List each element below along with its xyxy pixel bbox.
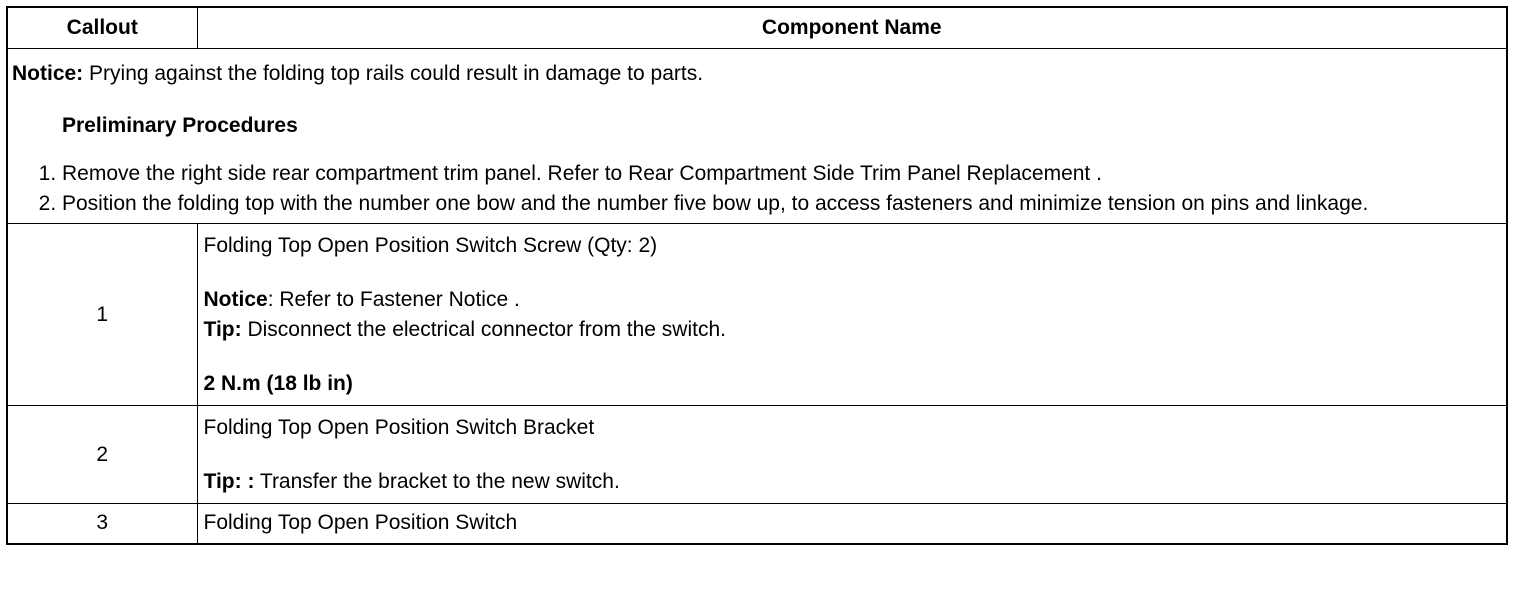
table-row: 2 Folding Top Open Position Switch Brack… — [6, 405, 1508, 504]
torque-spec: 2 N.m (18 lb in) — [203, 371, 353, 395]
callout-cell: 3 — [6, 503, 198, 544]
callout-cell: 1 — [6, 223, 198, 406]
header-row: Callout Component Name — [6, 6, 1508, 49]
component-cell: Folding Top Open Position Switch Screw (… — [196, 223, 1508, 406]
tip-line: Tip: : Transfer the bracket to the new s… — [204, 467, 1501, 497]
preliminary-steps: Remove the right side rear compartment t… — [12, 159, 1500, 219]
preliminary-title: Preliminary Procedures — [62, 114, 298, 137]
tip-label: Tip: : — [203, 469, 255, 493]
component-name: Folding Top Open Position Switch Screw (… — [203, 233, 658, 257]
notice-text: Prying against the folding top rails cou… — [83, 62, 704, 85]
table-row: 1 Folding Top Open Position Switch Screw… — [6, 223, 1508, 406]
tip-text: Disconnect the electrical connector from… — [241, 317, 726, 341]
fastener-notice: Notice: Refer to Fastener Notice . — [204, 285, 1501, 315]
step-item: Remove the right side rear compartment t… — [62, 159, 1500, 189]
component-name: Folding Top Open Position Switch Bracket — [203, 415, 595, 439]
tip-text: Transfer the bracket to the new switch. — [254, 469, 620, 493]
step-item: Position the folding top with the number… — [62, 189, 1500, 219]
header-component-name: Component Name — [196, 6, 1508, 49]
callout-cell: 2 — [6, 405, 198, 504]
procedure-table: Callout Component Name Notice: Prying ag… — [6, 6, 1508, 545]
notice-label: Notice: — [12, 62, 84, 85]
notice-text: : Refer to Fastener Notice . — [267, 287, 520, 311]
tip-line: Tip: Disconnect the electrical connector… — [204, 315, 1501, 345]
notice-line: Notice: Prying against the folding top r… — [12, 59, 1500, 89]
component-cell: Folding Top Open Position Switch Bracket… — [196, 405, 1508, 504]
table-row: 3 Folding Top Open Position Switch — [6, 503, 1508, 544]
header-callout: Callout — [6, 6, 198, 49]
notice-cell: Notice: Prying against the folding top r… — [6, 48, 1508, 224]
notice-label: Notice — [203, 287, 268, 311]
notice-row: Notice: Prying against the folding top r… — [6, 48, 1508, 224]
component-name: Folding Top Open Position Switch — [196, 503, 1508, 544]
tip-label: Tip: — [203, 317, 242, 341]
